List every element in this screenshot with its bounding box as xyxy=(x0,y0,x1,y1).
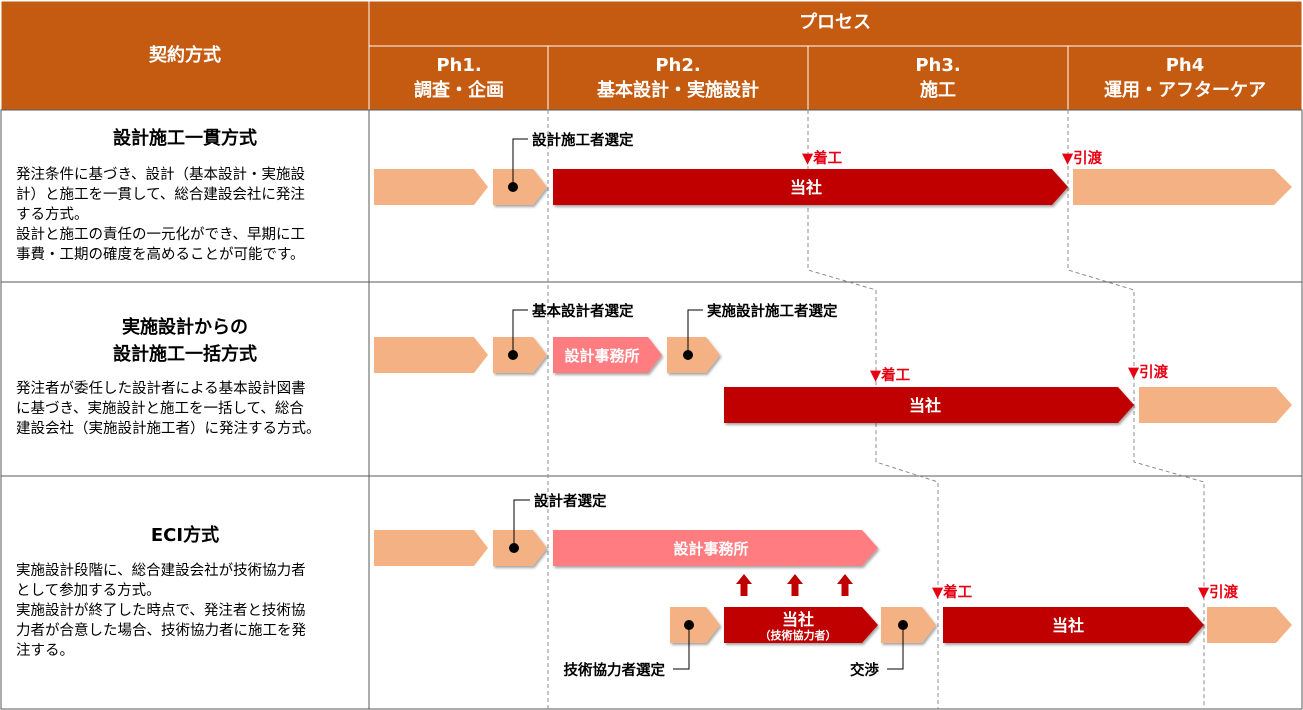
header-method-label: 契約方式 xyxy=(148,44,221,66)
row-2-select2-label: 実施設計施工者選定 xyxy=(707,302,838,320)
row-2-select2-leader xyxy=(687,309,703,355)
row-3-select-label: 設計者選定 xyxy=(534,492,607,510)
header-process-label: プロセス xyxy=(799,11,871,33)
row-1-select-leader xyxy=(512,138,528,187)
svg-text:発注条件に基づき、設計（基本設計・実施設: 発注条件に基づき、設計（基本設計・実施設 xyxy=(16,166,305,183)
row-2-handover-marker: ▼引渡 xyxy=(1128,363,1169,381)
header-process-cell xyxy=(368,0,1303,47)
header-phase-4-cell xyxy=(1067,45,1303,111)
row-1-phase4-arrow xyxy=(1073,169,1292,205)
svg-text:実施設計段階に、総合建設会社が技術協力者: 実施設計段階に、総合建設会社が技術協力者 xyxy=(16,562,306,579)
phase-4-name: 運用・アフターケア xyxy=(1104,80,1266,101)
row-3-start-marker: ▼着工 xyxy=(932,583,973,601)
phase-2-name: 基本設計・実施設計 xyxy=(596,79,759,101)
svg-text:設計と施工の責任の一元化ができ、早期に工: 設計と施工の責任の一元化ができ、早期に工 xyxy=(16,226,305,243)
row-3-company-bar xyxy=(943,607,1204,643)
row-3-negotiation-label: 交渉 xyxy=(850,661,879,679)
row-2-start-marker: ▼着工 xyxy=(870,366,911,384)
row-2-company-label: 当社 xyxy=(909,396,941,415)
row-2-select1-arrow xyxy=(493,337,547,373)
phase-1-code: Ph1. xyxy=(436,55,481,76)
row-3-tech-select-leader xyxy=(673,625,690,670)
svg-text:建設会社（実施設計施工者）に発注する方式。: 建設会社（実施設計施工者）に発注する方式。 xyxy=(16,420,321,437)
row-2-phase4-arrow xyxy=(1139,387,1292,423)
row-3-office-bar xyxy=(553,530,878,566)
row-2-phase1-arrow xyxy=(374,337,488,373)
row-3-title: ECI方式 xyxy=(151,524,219,546)
row-1-company-label: 当社 xyxy=(790,178,822,197)
row-2-company-bar xyxy=(724,387,1134,423)
row-2-description: 発注者が委任した設計者による基本設計図書 に基づき、実施設計と施工を一括して、総… xyxy=(16,380,321,437)
row-1-company-bar xyxy=(553,169,1068,205)
row-3-negotiation-arrow xyxy=(881,607,936,643)
row-1-description: 発注条件に基づき、設計（基本設計・実施設 計）と施工を一貫して、総合建設会社に発… xyxy=(16,166,305,263)
header-phase-2-cell xyxy=(547,45,809,111)
up-arrow-icon xyxy=(837,574,853,596)
row-1-select-arrow xyxy=(493,169,547,205)
svg-text:力者が合意した場合、技術協力者に施工を発: 力者が合意した場合、技術協力者に施工を発 xyxy=(16,621,306,639)
phase-1-name: 調査・企画 xyxy=(414,79,504,101)
svg-text:として参加する方式。: として参加する方式。 xyxy=(16,582,161,599)
row-3-tech-select-label: 技術協力者選定 xyxy=(564,661,666,679)
row-3-description: 実施設計段階に、総合建設会社が技術協力者 として参加する方式。 実施設計が終了し… xyxy=(16,562,306,659)
row-3-office-label: 設計事務所 xyxy=(673,540,748,558)
header-phase-1-cell xyxy=(368,45,549,111)
row-2-title-line-1: 実施設計からの xyxy=(122,316,248,338)
row-3-up-arrows xyxy=(736,574,853,596)
header-method-cell xyxy=(0,0,370,111)
up-arrow-icon xyxy=(787,574,803,596)
row-3-select-arrow xyxy=(493,530,547,566)
row-1-title: 設計施工一貫方式 xyxy=(113,127,257,149)
row-2-select1-label: 基本設計者選定 xyxy=(531,302,634,320)
row-2-office-label: 設計事務所 xyxy=(564,347,639,365)
row-3-phase4-arrow xyxy=(1207,607,1292,643)
body-grid xyxy=(0,109,1303,710)
row-3-company-label: 当社 xyxy=(1052,616,1084,635)
row-3-tech-company-label: 当社 xyxy=(782,610,814,629)
row-1-phase1-arrow xyxy=(374,169,488,205)
up-arrow-icon xyxy=(736,574,752,596)
row-2-office-bar xyxy=(553,337,662,373)
phase-2-code: Ph2. xyxy=(655,55,700,76)
row-1-handover-marker: ▼引渡 xyxy=(1062,149,1103,167)
row-3-tech-company-bar xyxy=(724,607,878,643)
row-3-phase1-arrow xyxy=(374,530,488,566)
row-3-negotiation-leader xyxy=(887,625,904,670)
row-1-select-label: 設計施工者選定 xyxy=(532,131,634,149)
row-2-select2-arrow xyxy=(667,337,720,373)
svg-text:する方式。: する方式。 xyxy=(16,206,89,223)
phase-guide-lines xyxy=(547,110,1205,709)
row-3-tech-select-arrow xyxy=(670,607,720,643)
phase-3-name: 施工 xyxy=(920,79,956,101)
svg-text:発注者が委任した設計者による基本設計図書: 発注者が委任した設計者による基本設計図書 xyxy=(16,380,306,397)
row-2-select1-leader xyxy=(512,309,528,355)
svg-text:実施設計が終了した時点で、発注者と技術協: 実施設計が終了した時点で、発注者と技術協 xyxy=(16,602,305,619)
row-3-select-leader xyxy=(513,499,530,548)
svg-text:事費・工期の確度を高めることが可能です。: 事費・工期の確度を高めることが可能です。 xyxy=(16,246,305,263)
svg-text:計）と施工を一貫して、総合建設会社に発注: 計）と施工を一貫して、総合建設会社に発注 xyxy=(16,186,305,203)
row-3-tech-company-sub: （技術協力者） xyxy=(760,628,837,642)
svg-text:注する。: 注する。 xyxy=(16,642,74,659)
row-2-title-line-2: 設計施工一括方式 xyxy=(113,343,257,365)
svg-text:に基づき、実施設計と施工を一括して、総合: に基づき、実施設計と施工を一括して、総合 xyxy=(16,400,304,417)
header-phase-3-cell xyxy=(807,45,1069,111)
row-1-start-marker: ▼着工 xyxy=(802,149,843,167)
row-3-handover-marker: ▼引渡 xyxy=(1198,583,1239,601)
phase-4-code: Ph4 xyxy=(1166,55,1205,76)
phase-3-code: Ph3. xyxy=(915,55,960,76)
